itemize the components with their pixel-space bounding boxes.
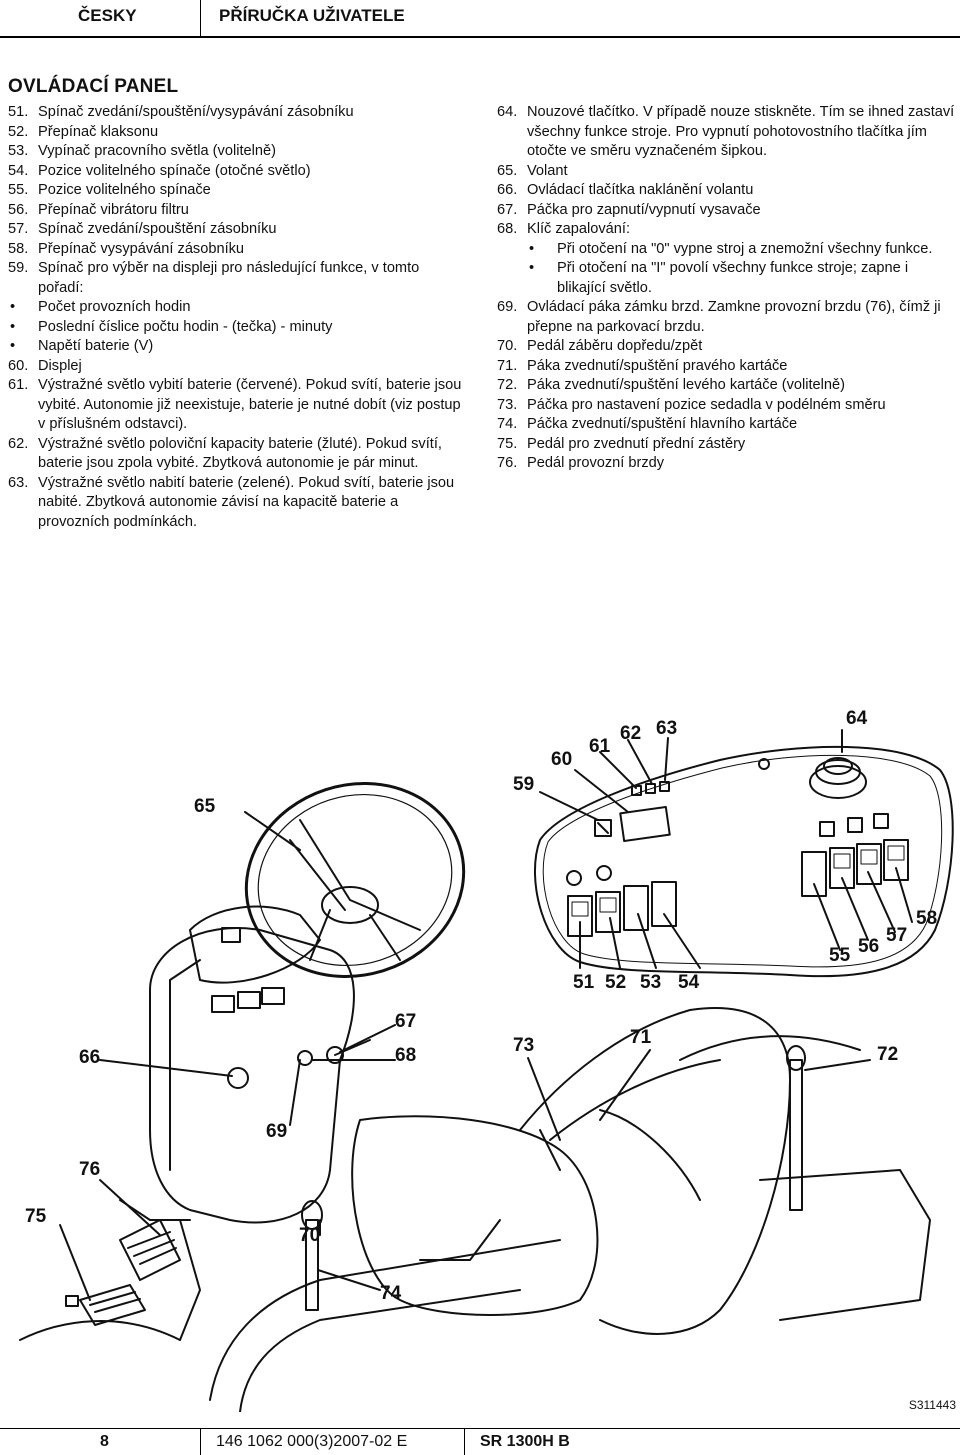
list-item: 69.Ovládací páka zámku brzd. Zamkne prov… xyxy=(497,299,941,335)
bullet-item: •Počet provozních hodin xyxy=(8,298,463,318)
list-item: 74.Páčka zvednutí/spuštění hlavního kart… xyxy=(497,416,798,432)
left-column: 51.Spínač zvedání/spouštění/vysypávání z… xyxy=(8,103,463,532)
callout-76: 76 xyxy=(79,1159,101,1180)
list-item: 58.Přepínač vysypávání zásobníku xyxy=(8,240,245,257)
document-title: PŘÍRUČKA UŽIVATELE xyxy=(219,6,405,25)
list-item: 57.Spínač zvedání/spouštění zásobníku xyxy=(8,221,277,237)
page-number: 8 xyxy=(100,1433,109,1450)
control-panel-illustration: 64 63 62 61 60 59 65 58 57 56 55 51 52 5… xyxy=(0,700,960,1413)
list-item: 63.Výstražné světlo nabití baterie (zele… xyxy=(8,474,455,530)
list-item: 76.Pedál provozní brzdy xyxy=(497,455,665,471)
callout-59: 59 xyxy=(513,774,535,795)
list-item: 56.Přepínač vibrátoru filtru xyxy=(8,201,189,218)
list-item: 61.Výstražné světlo vybití baterie (červ… xyxy=(8,377,462,432)
callout-55: 55 xyxy=(829,945,851,966)
model-name: SR 1300H B xyxy=(480,1433,570,1450)
language-label: ČESKY xyxy=(78,6,137,25)
bullet-item: •Napětí baterie (V) xyxy=(8,337,463,357)
callout-67: 67 xyxy=(395,1011,417,1032)
callout-56: 56 xyxy=(858,936,880,957)
list-item: 70.Pedál záběru dopředu/zpět xyxy=(497,338,703,354)
callout-70: 70 xyxy=(299,1225,321,1246)
page-footer: 8 146 1062 000(3)2007-02 E SR 1300H B xyxy=(0,1428,960,1455)
list-item: 71.Páka zvednutí/spuštění pravého kartáč… xyxy=(497,357,788,374)
bullet-item: •Při otočení na "0" vypne stroj a znemož… xyxy=(527,240,955,260)
callout-66: 66 xyxy=(79,1047,101,1068)
callout-52: 52 xyxy=(605,972,627,993)
list-item: 55.Pozice volitelného spínače xyxy=(8,182,211,198)
page-header: ČESKY PŘÍRUČKA UŽIVATELE xyxy=(0,0,960,38)
right-column: 64.Nouzové tlačítko. V případě nouze sti… xyxy=(497,103,955,474)
callout-71: 71 xyxy=(630,1027,652,1048)
list-item: 60.Displej xyxy=(8,357,82,374)
callout-58: 58 xyxy=(916,908,938,929)
footer-page-cell: 8 xyxy=(0,1429,201,1455)
callout-64: 64 xyxy=(846,708,868,729)
callout-51: 51 xyxy=(573,972,595,993)
callout-69: 69 xyxy=(266,1121,288,1142)
bullet-item: •Při otočení na "I" povolí všechny funkc… xyxy=(527,259,955,298)
callout-65: 65 xyxy=(194,796,216,817)
callout-73: 73 xyxy=(513,1035,535,1056)
figure-code: S311443 xyxy=(908,1398,956,1412)
callout-74: 74 xyxy=(380,1283,402,1304)
list-item: 75.Pedál pro zvednutí přední zástěry xyxy=(497,435,746,452)
list-item: 66.Ovládací tlačítka naklánění volantu xyxy=(497,182,754,198)
callout-72: 72 xyxy=(877,1044,899,1065)
doc-number: 146 1062 000(3)2007-02 E xyxy=(216,1433,408,1450)
callout-60: 60 xyxy=(551,749,573,770)
bullet-icon: • xyxy=(10,318,16,335)
list-item: 59.Spínač pro výběr na displeji pro násl… xyxy=(8,260,420,296)
callout-62: 62 xyxy=(620,723,642,744)
list-item: 53.Vypínač pracovního světla (volitelně) xyxy=(8,143,276,159)
bullet-icon: • xyxy=(10,299,16,315)
list-item: 68.Klíč zapalování: xyxy=(497,221,631,237)
bullet-icon: • xyxy=(529,240,535,257)
list-item: 62.Výstražné světlo poloviční kapacity b… xyxy=(8,435,442,472)
bullet-icon: • xyxy=(529,260,535,276)
list-item: 72.Páka zvednutí/spuštění levého kartáče… xyxy=(497,377,845,393)
list-item: 73.Páčka pro nastavení pozice sedadla v … xyxy=(497,396,886,413)
list-item: 52.Přepínač klaksonu xyxy=(8,123,159,140)
list-item: 64.Nouzové tlačítko. V případě nouze sti… xyxy=(497,104,955,159)
callout-63: 63 xyxy=(656,718,678,739)
bullet-icon: • xyxy=(10,338,16,354)
language-cell: ČESKY xyxy=(0,0,201,36)
callout-53: 53 xyxy=(640,972,662,993)
footer-doc-cell: 146 1062 000(3)2007-02 E xyxy=(200,1429,465,1455)
callout-57: 57 xyxy=(886,925,908,946)
list-item: 67.Páčka pro zapnutí/vypnutí vysavače xyxy=(497,201,761,218)
list-item: 65.Volant xyxy=(497,162,568,179)
callout-75: 75 xyxy=(25,1206,47,1227)
bullet-item: •Poslední číslice počtu hodin - (tečka) … xyxy=(8,318,463,338)
callout-68: 68 xyxy=(395,1045,417,1066)
callout-61: 61 xyxy=(589,736,611,757)
line-drawing xyxy=(19,729,954,1413)
list-item: 51.Spínač zvedání/spouštění/vysypávání z… xyxy=(8,104,354,120)
section-title: OVLÁDACÍ PANEL xyxy=(8,76,179,97)
list-item: 54.Pozice volitelného spínače (otočné sv… xyxy=(8,162,311,179)
callout-54: 54 xyxy=(678,972,700,993)
